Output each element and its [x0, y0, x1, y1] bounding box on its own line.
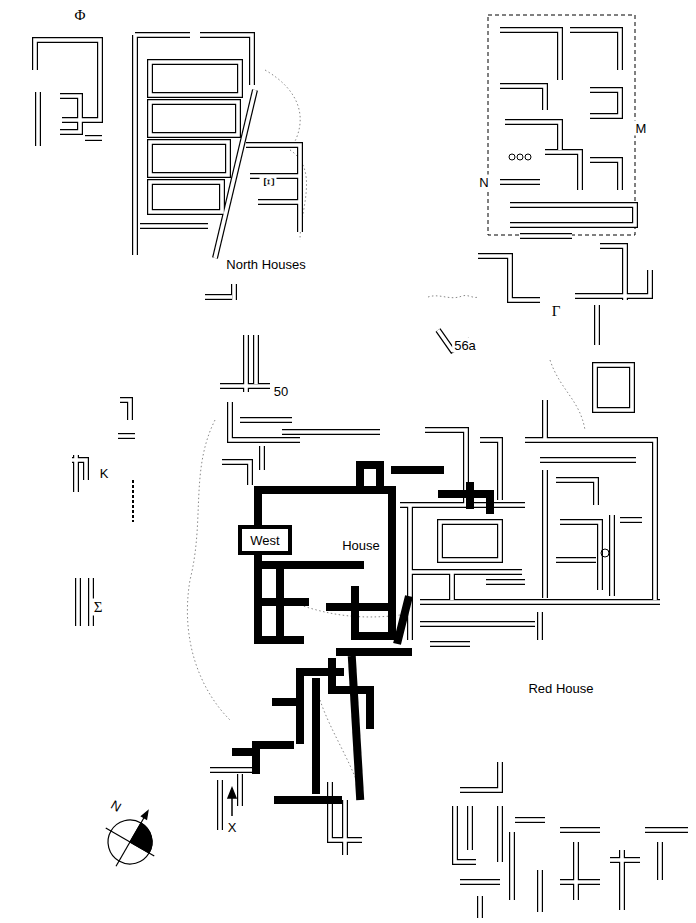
building-letter: Ξ [260, 175, 277, 189]
building-letter: K [98, 466, 111, 481]
building-letter: Σ [92, 599, 105, 616]
building-name: House [340, 538, 382, 553]
building-number: 56a [452, 338, 478, 353]
area-name: North Houses [224, 257, 307, 272]
building-letter: Γ [550, 303, 563, 320]
building-letter: M [634, 121, 649, 136]
section-letter: X [226, 820, 239, 835]
building-number: 50 [272, 384, 290, 399]
building-name: Red House [526, 681, 595, 696]
building-name: West [248, 533, 281, 548]
building-letter: Φ [73, 7, 88, 24]
north-letter: N [106, 796, 125, 816]
building-letter: N [477, 175, 490, 190]
